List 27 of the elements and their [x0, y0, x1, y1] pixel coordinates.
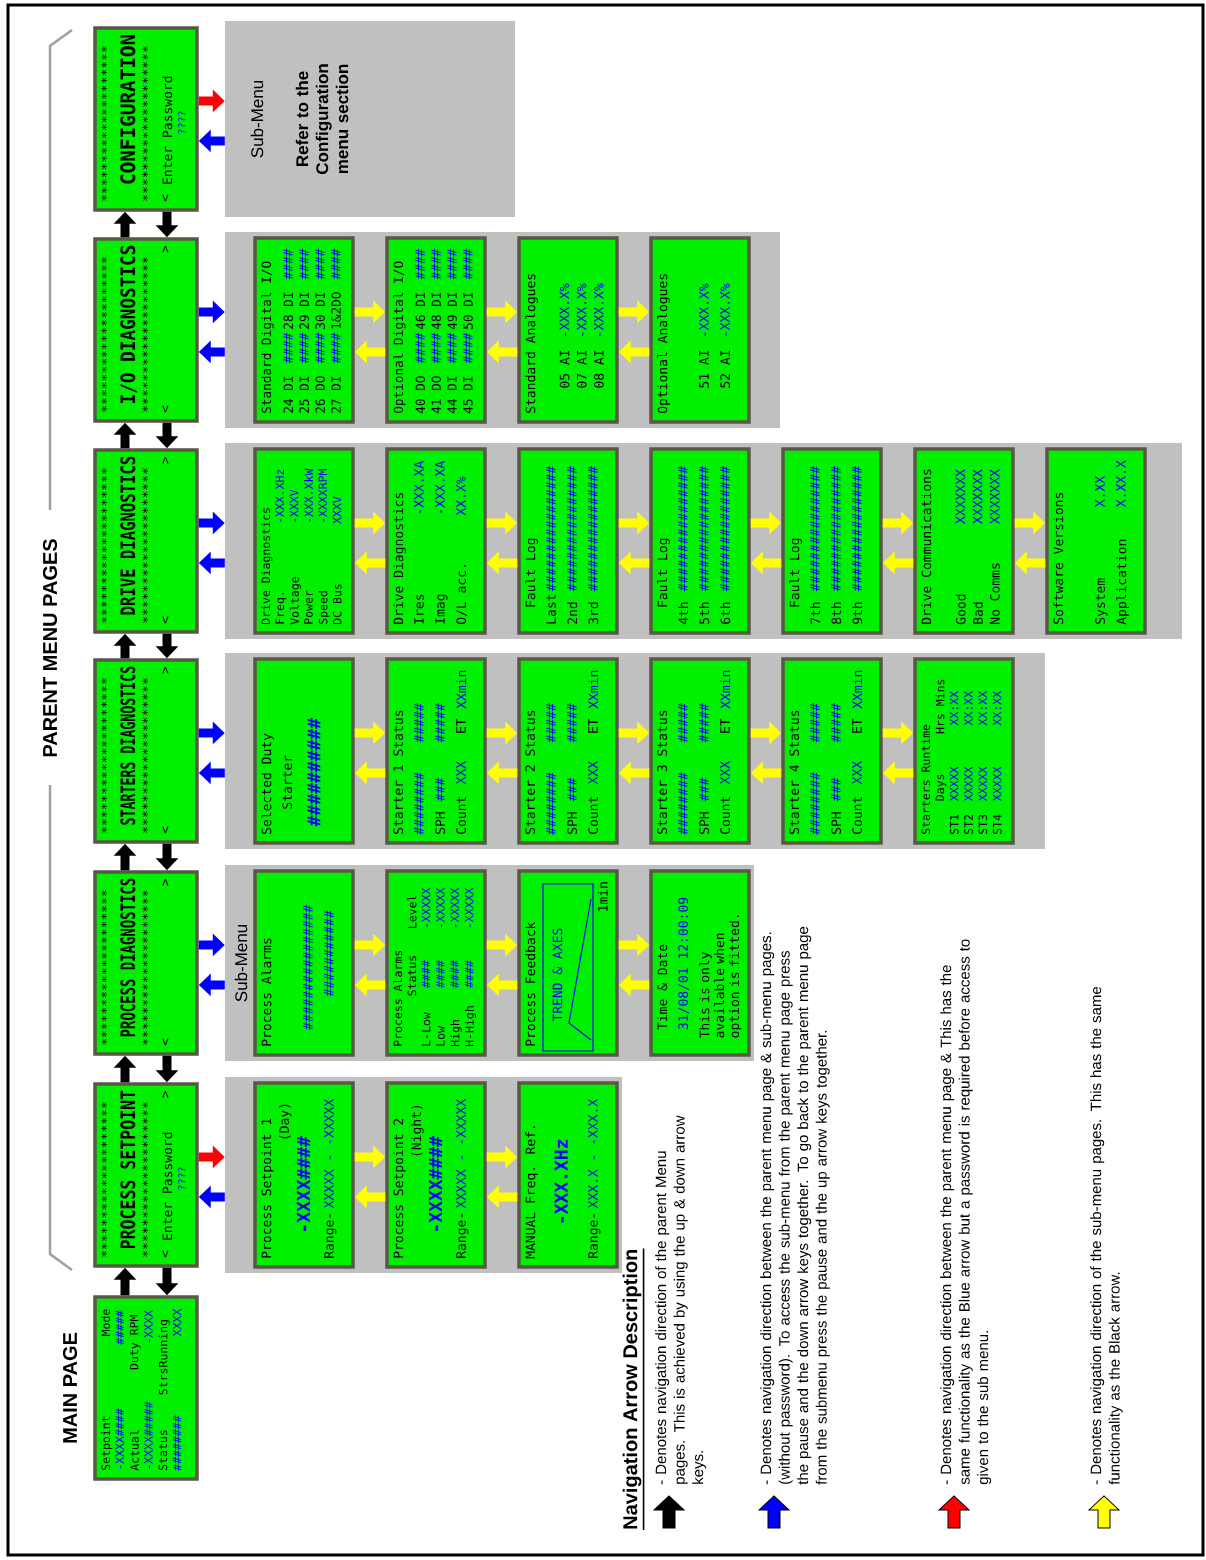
- section-heading: PARENT MENU PAGES: [42, 539, 58, 757]
- legend-text: - Denotes navigation direction between the parent menu page & This has the same functionality as the Blue arrow but a password is required before access to given to the sub menu.: [940, 939, 992, 1485]
- lcd-screen: Selected Duty Starter ##########: [253, 657, 355, 845]
- lcd-screen: Optional Analogues 51 AI -XXX.X% 52 AI -XXX.X%: [649, 236, 751, 424]
- lcd-screen: ******************** STARTERS DIAGNOSTICS ******************** < >: [93, 658, 199, 844]
- lcd-screen: Software Versions System X.XX Application X.XX.X: [1045, 447, 1147, 635]
- lcd-screen: ******************** PROCESS DIAGNOSTICS ******************** < >: [93, 870, 199, 1056]
- lcd-screen: Time & Date 31/08/01 12:00:09 This is only available when option is fitted.: [649, 869, 751, 1057]
- lcd-screen: ******************** CONFIGURATION ******************** < Enter Password ????: [93, 26, 199, 212]
- lcd-screen: Process Feedback TREND & AXES 1min: [517, 869, 619, 1057]
- legend-text: - Denotes navigation direction of the sub-menu pages. This has the same functionality as the Black arrow.: [1090, 986, 1123, 1485]
- lcd-screen: Process Setpoint 1 (Day) -XXXX#### Range- XXXXX - -XXXXX: [253, 1081, 355, 1269]
- lcd-screen: Process Alarms Status Level L-Low #### -XXXXX Low #### -XXXXX High #### -XXXXX H-High #### -XXXXX: [385, 869, 487, 1057]
- lcd-screen: MANUAL Freq. Ref. -XXX.XHz Range- XXX.X - -XXX.X: [517, 1081, 619, 1269]
- lcd-screen: Process Alarms ################ ###########: [253, 869, 355, 1057]
- section-heading: MAIN PAGE: [62, 1332, 78, 1443]
- lcd-screen: ******************** PROCESS SETPOINT ******************** < Enter Password > ????: [93, 1082, 199, 1268]
- legend-title: Navigation Arrow Description: [622, 1247, 645, 1531]
- legend-text: - Denotes navigation direction of the parent Menu pages. This is achieved by using the up & down arrow keys.: [655, 1115, 707, 1485]
- lcd-screen: Drive Communications Good XXXXXXX Bad XXXXXXX No Comms XXXXXXX: [913, 447, 1015, 635]
- lcd-screen: Standard Analogues 05 AI -XXX.X% 07 AI -XXX.X% 08 AI -XXX.X%: [517, 236, 619, 424]
- lcd-screen: Setpoint Mode -XXXX#### ##### Actual Duty RPM -XXXX##### -XXXX Status StrsRunning ######## XXXX: [93, 1295, 199, 1481]
- submenu-panel: Sub-Menu Refer to the Configuration menu section: [225, 21, 515, 217]
- lcd-screen: ******************** DRIVE DIAGNOSTICS ******************** < >: [93, 448, 199, 634]
- lcd-screen: Process Setpoint 2 (Night) -XXXX#### Range- XXXXX - -XXXXX: [385, 1081, 487, 1269]
- lcd-screen: ******************** I/O DIAGNOSTICS ******************** < >: [93, 237, 199, 423]
- legend-text: - Denotes navigation direction between the parent menu page & sub-menu pages. (without password). To access the sub-menu from the parent menu page press the pause and the down arrow keys together. To go back to the parent menu page from the submenu press the pause and the up arrow keys together.: [760, 926, 830, 1485]
